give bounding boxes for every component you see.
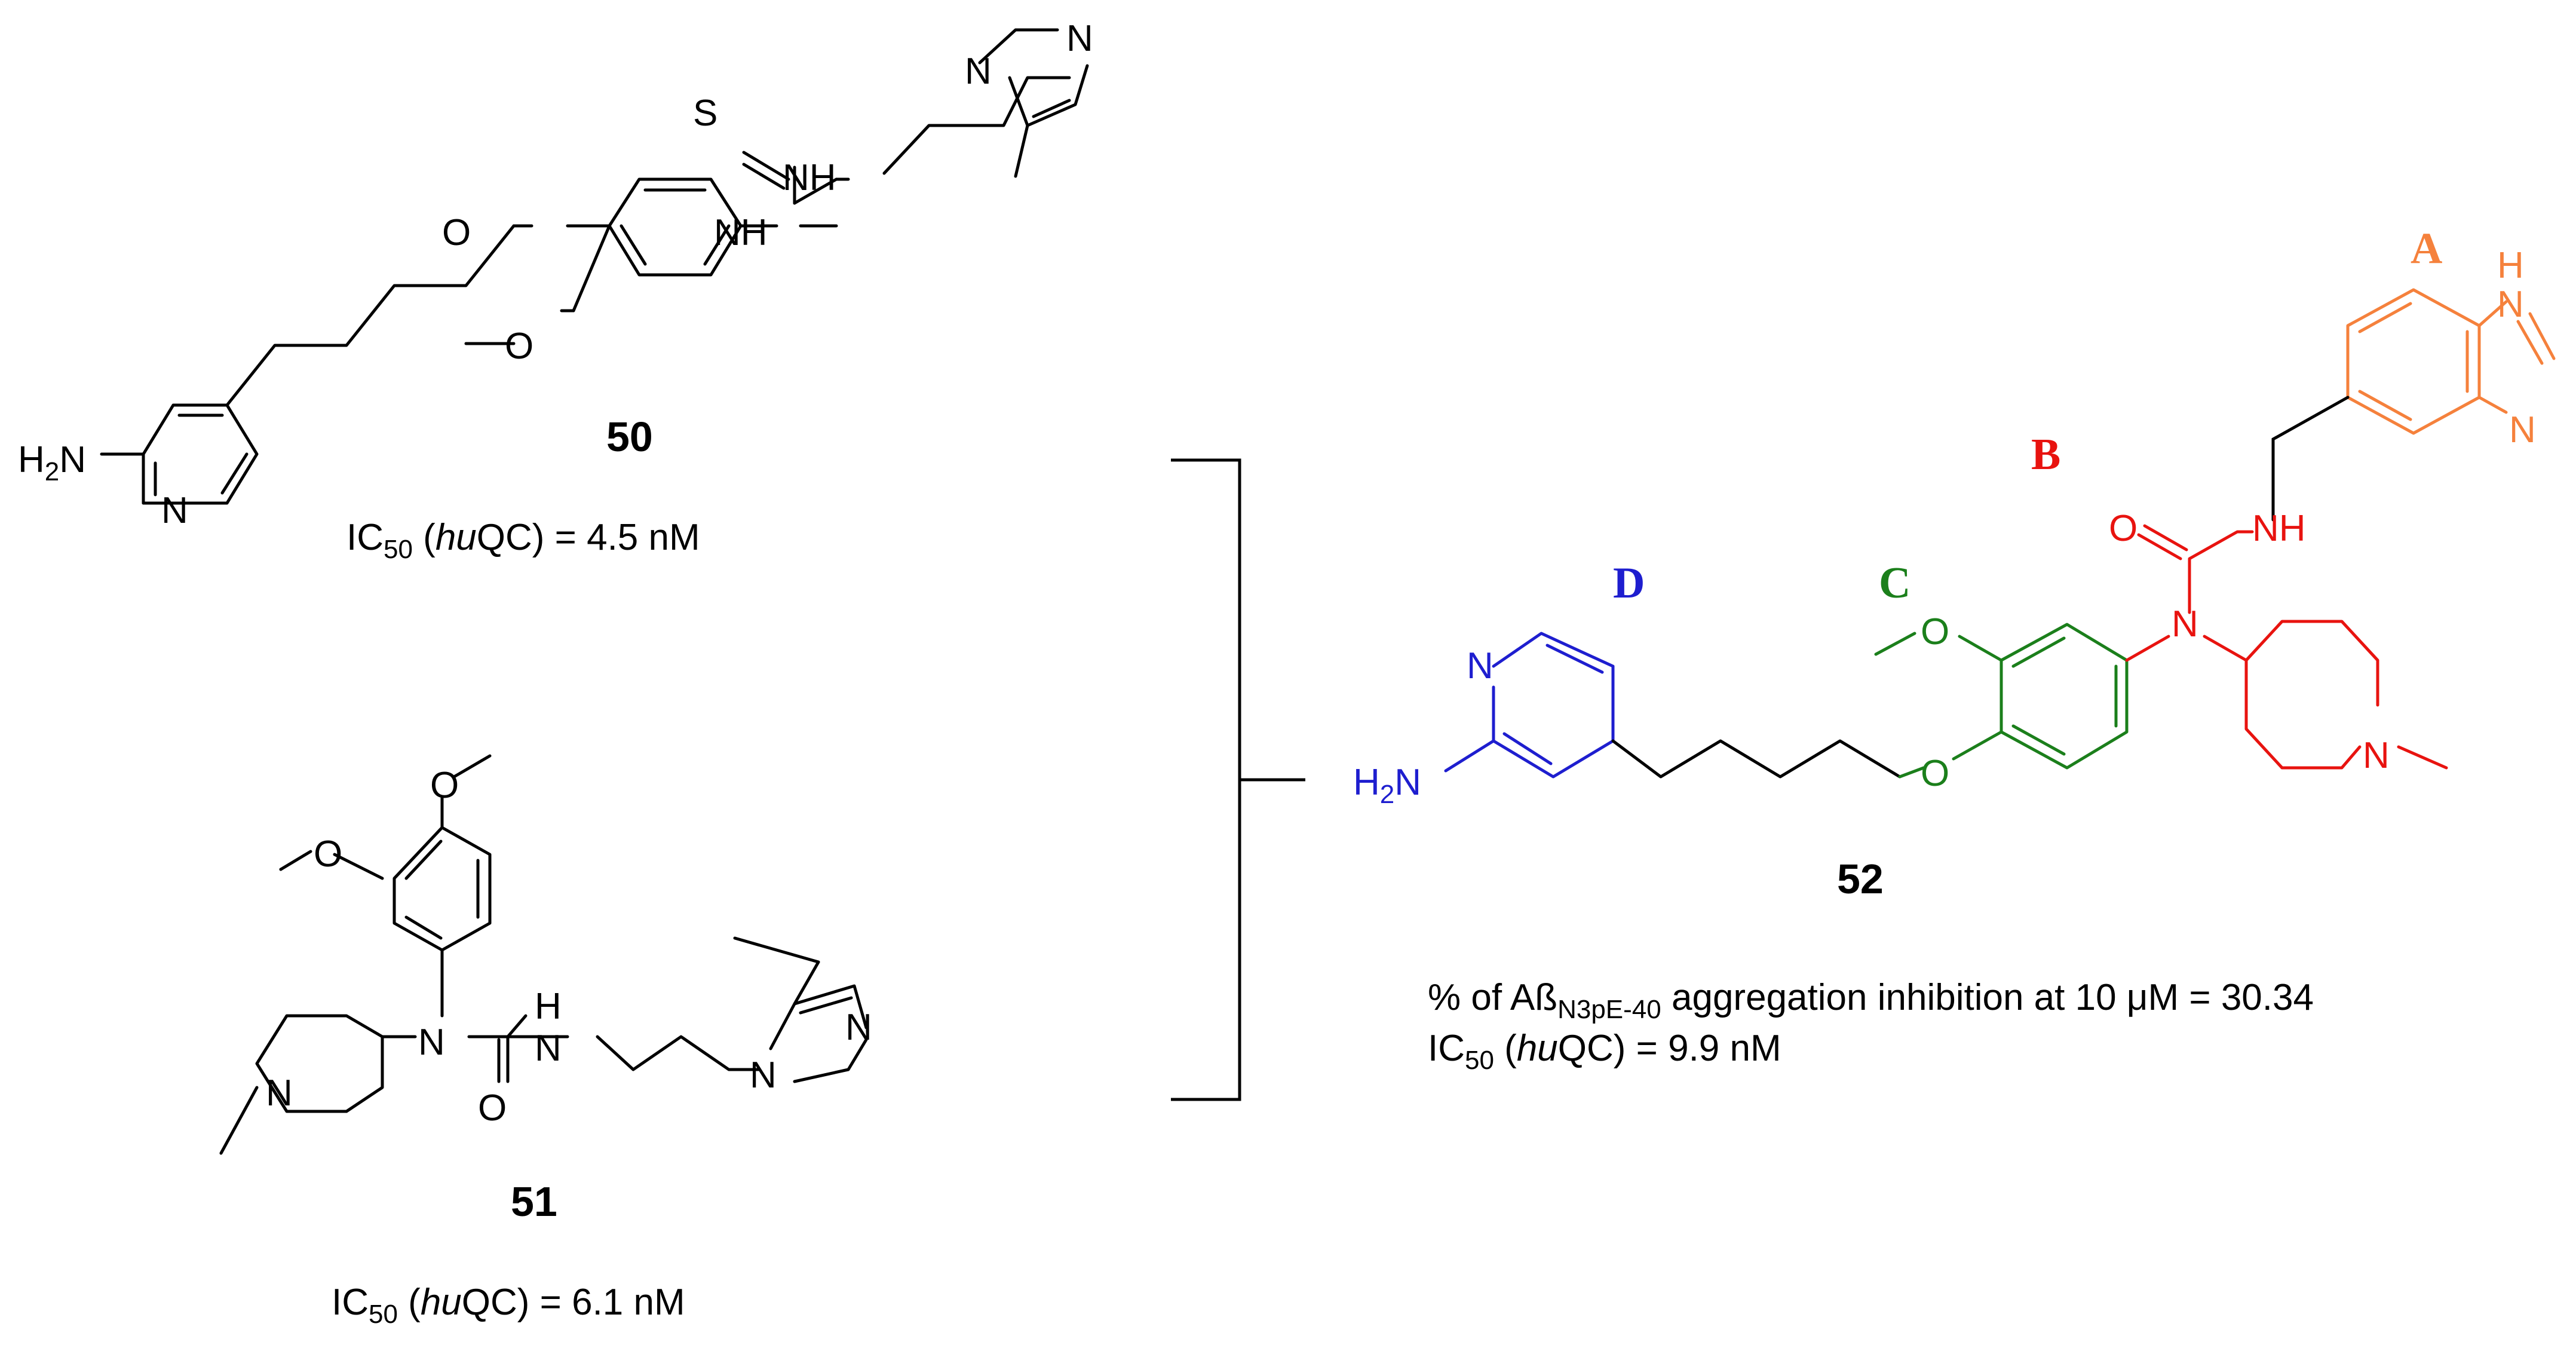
region-b-label: B bbox=[2031, 430, 2060, 479]
imidazole-nh-h-label: H bbox=[2497, 245, 2524, 286]
pyridine-n-label: N bbox=[161, 490, 188, 531]
urea-n-label: N bbox=[418, 1022, 445, 1063]
urea-nh-h-label: H bbox=[535, 986, 562, 1027]
compound-51-structure bbox=[219, 754, 868, 1155]
compound-50-ic50: IC50 (huQC) = 4.5 nM bbox=[346, 517, 700, 564]
pyridine-n-label: N bbox=[1467, 645, 1494, 687]
imidazole-nh-n-label: N bbox=[2497, 284, 2524, 325]
compound-52-ch2-link bbox=[2271, 396, 2350, 522]
methoxy-o-side-label: O bbox=[314, 834, 342, 875]
compound-52-atom-labels: N H2N O O N O NH N H N N A B C D 52 % of… bbox=[1353, 224, 2536, 1075]
piperidine-n-label: N bbox=[2363, 735, 2390, 776]
compound-52-label: 52 bbox=[1837, 856, 1884, 902]
region-d-label: D bbox=[1613, 559, 1645, 608]
piperidine-n-label: N bbox=[266, 1073, 293, 1114]
compound-51-atom-labels: O O N H N O N N N 51 IC50 (huQC) = 6.1 n… bbox=[266, 765, 872, 1329]
sulfur-atom-label: S bbox=[693, 93, 717, 134]
compound-51-label: 51 bbox=[511, 1178, 557, 1225]
merge-bracket bbox=[1171, 458, 1305, 1101]
urea-o-label: O bbox=[478, 1087, 507, 1129]
imidazole-n3-label: N bbox=[2509, 409, 2536, 451]
compound-51-ic50: IC50 (huQC) = 6.1 nM bbox=[332, 1282, 685, 1329]
compound-50-atom-labels: S NH NH N N O O N H2N 50 IC50 (huQC) = 4… bbox=[18, 18, 1093, 564]
compound-52-aggregation-inhibition: % of AßN3pE-40 aggregation inhibition at… bbox=[1428, 977, 2314, 1024]
urea-nh-n-label: N bbox=[535, 1028, 562, 1069]
compound-52-ic50: IC50 (huQC) = 9.9 nM bbox=[1428, 1028, 1781, 1075]
imidazole-n3-label: N bbox=[845, 1007, 872, 1048]
imidazole-n3-label: N bbox=[1066, 18, 1093, 59]
compound-52-region-c bbox=[1874, 623, 2129, 779]
amine-label: H2N bbox=[18, 439, 86, 486]
compound-50-structure bbox=[100, 28, 1089, 505]
compound-52-region-a bbox=[2346, 288, 2556, 435]
aryl-nh-label: NH bbox=[714, 212, 768, 253]
amine-label: H2N bbox=[1353, 762, 1421, 809]
urea-nh-label: NH bbox=[2252, 508, 2306, 549]
region-c-label: C bbox=[1879, 559, 1910, 608]
compound-50-label: 50 bbox=[606, 413, 653, 460]
urea-n-label: N bbox=[2172, 603, 2198, 645]
compound-52-region-b bbox=[2125, 524, 2448, 770]
methoxy-o-top-label: O bbox=[430, 765, 459, 806]
imidazole-n1-label: N bbox=[965, 51, 992, 92]
methoxy-o-label: O bbox=[505, 326, 533, 367]
thiourea-nh-label: NH bbox=[783, 157, 836, 198]
ether-o-label: O bbox=[442, 212, 471, 253]
region-a-label: A bbox=[2411, 224, 2442, 273]
compound-52-linker-chain bbox=[1611, 739, 1902, 779]
imidazole-n1-label: N bbox=[750, 1055, 777, 1096]
urea-o-label: O bbox=[2109, 508, 2138, 549]
methoxy-o-label: O bbox=[1921, 611, 1949, 652]
ether-o-label: O bbox=[1921, 753, 1949, 794]
